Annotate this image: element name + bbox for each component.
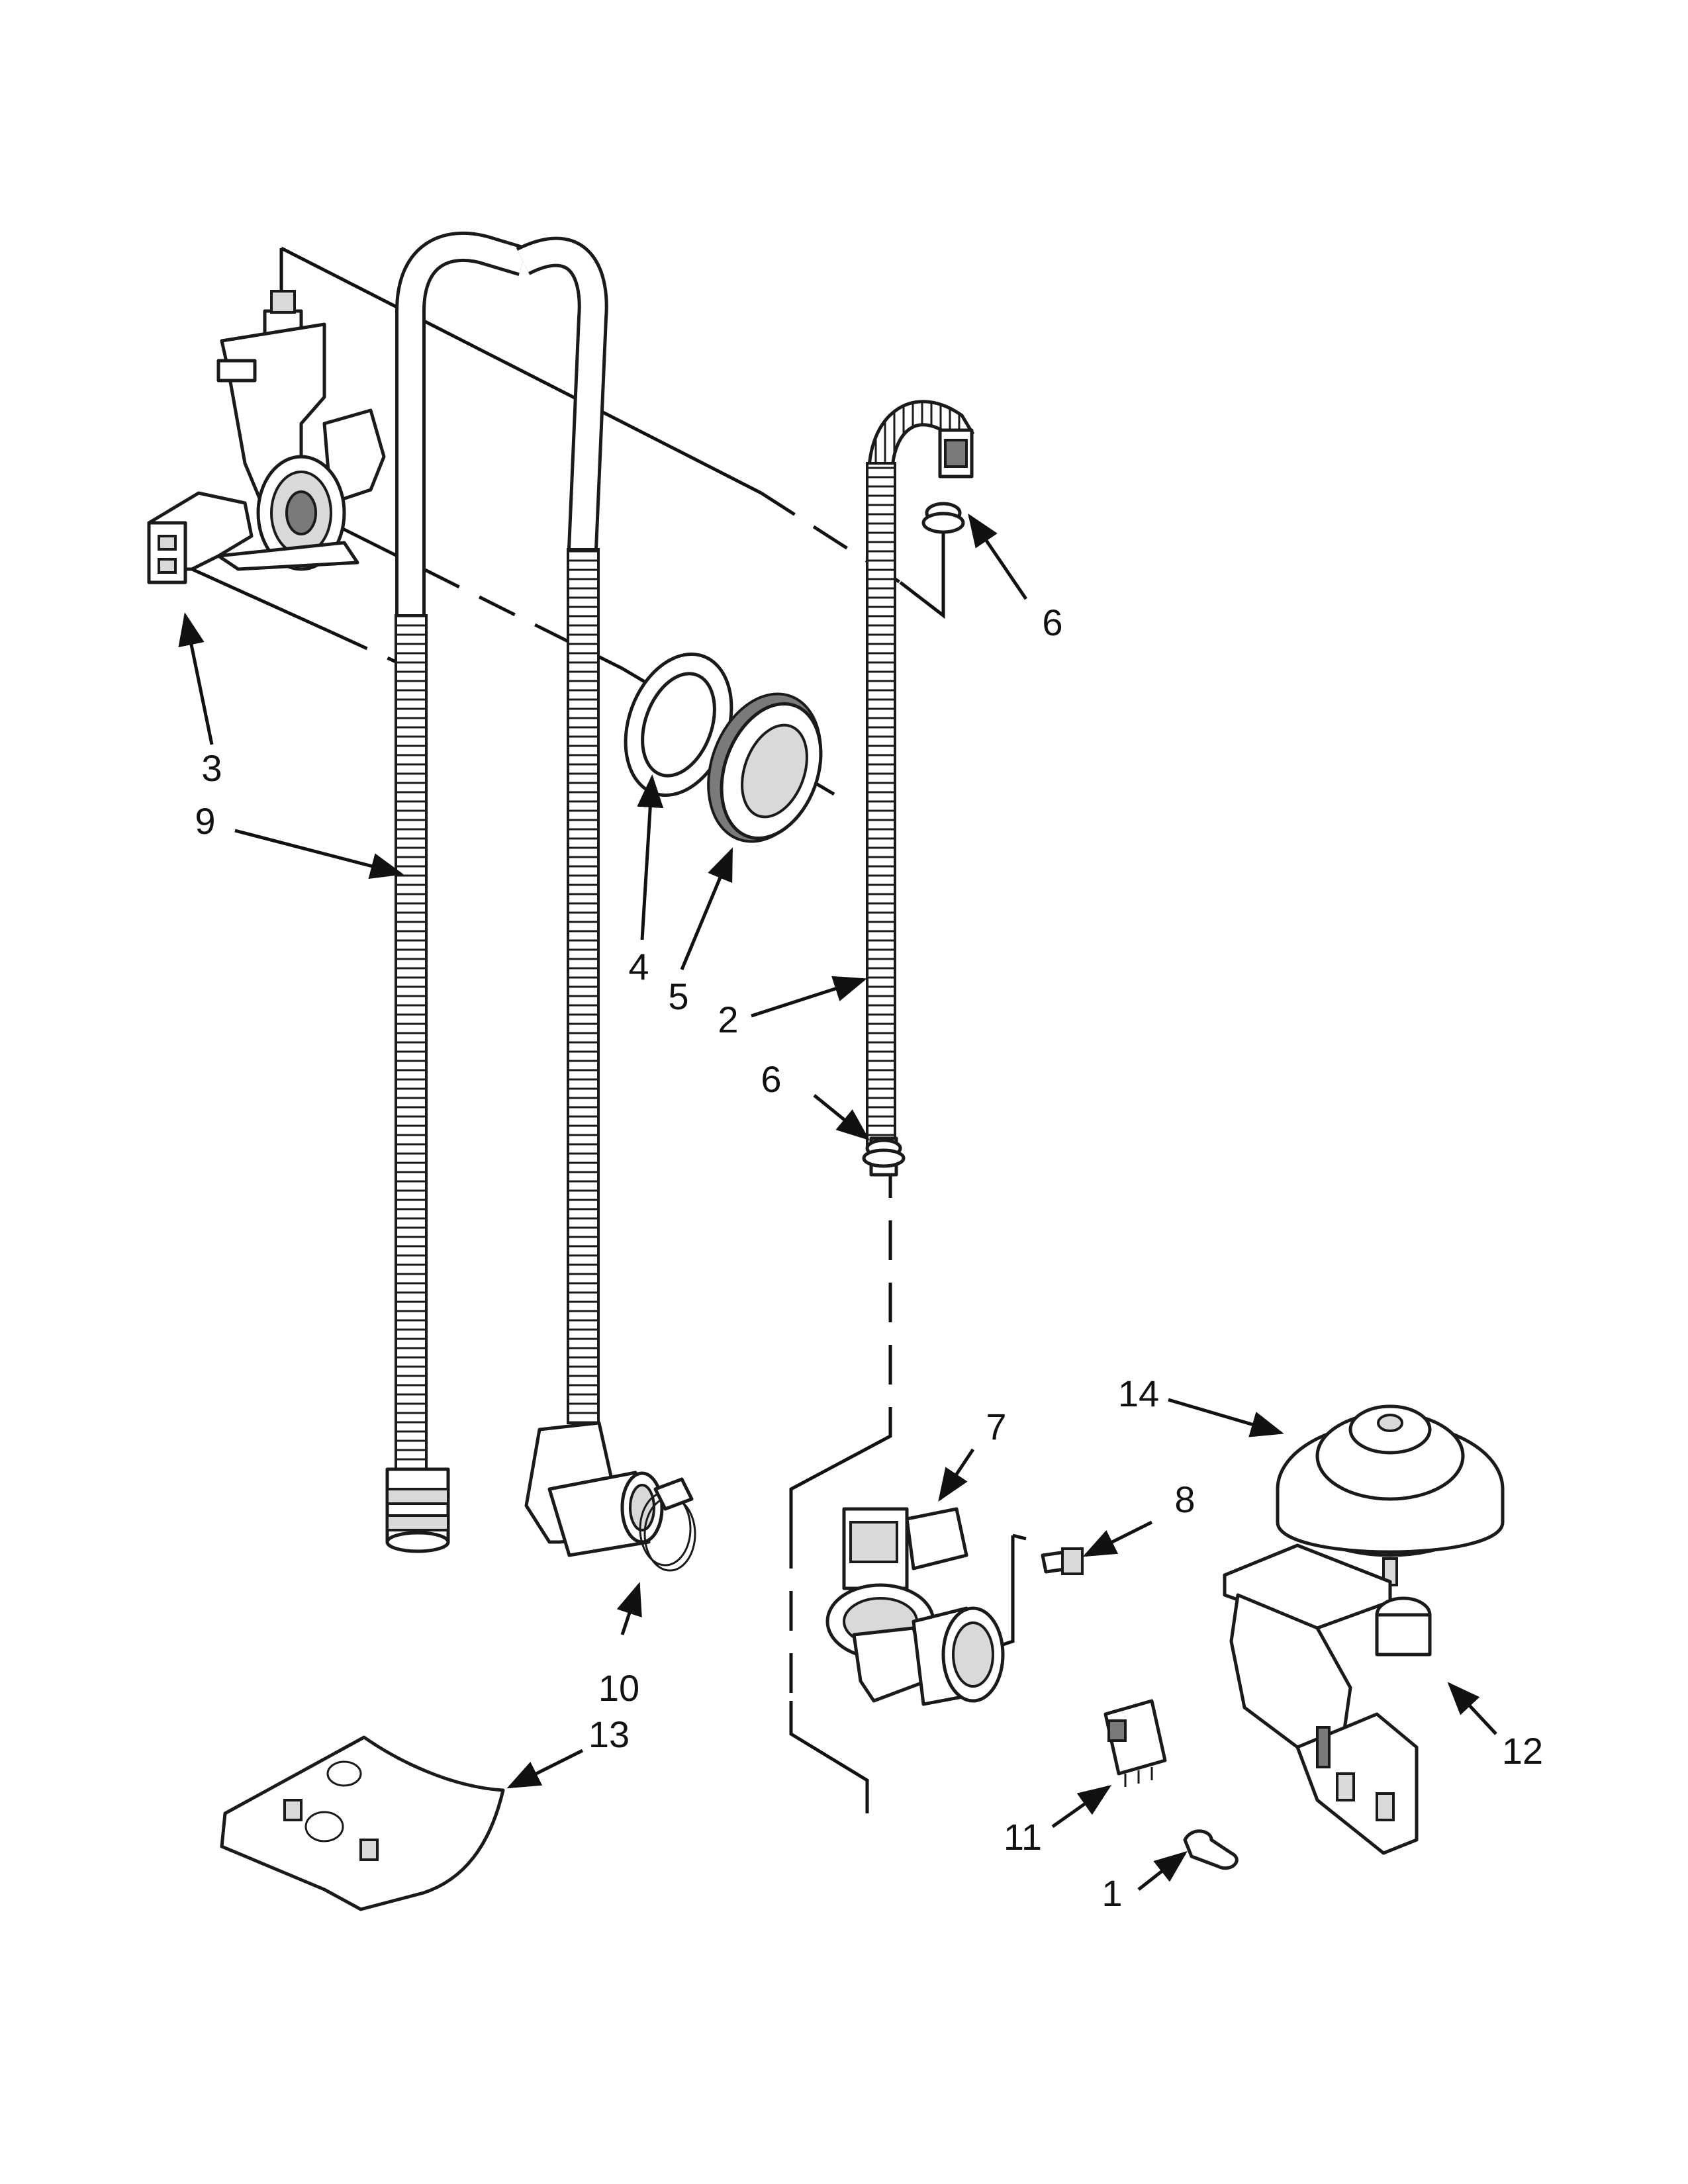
clamp-9 <box>639 1477 696 1572</box>
callout-6a: 6 <box>761 1058 781 1100</box>
callout-5: 5 <box>668 976 688 1017</box>
switch <box>1103 1699 1167 1787</box>
callout-11: 11 <box>1004 1816 1042 1858</box>
callout-9: 10 <box>598 1667 639 1709</box>
callout-6b: 6 <box>1042 602 1062 643</box>
callout-1: 1 <box>1102 1872 1122 1914</box>
drain-hose <box>385 232 664 1557</box>
callout-10: 9 <box>195 800 215 842</box>
clamp-6-bottom <box>862 1138 906 1168</box>
callout-12: 12 <box>1502 1730 1543 1772</box>
vent-assembly <box>147 290 386 584</box>
float <box>1276 1404 1505 1586</box>
clamp-6-top <box>921 502 965 534</box>
water-valve <box>825 1507 1005 1706</box>
callout-2: 2 <box>718 999 738 1040</box>
callout-13: 14 <box>1118 1373 1159 1414</box>
bracket <box>1223 1543 1432 1855</box>
nut <box>707 692 823 843</box>
parts-bag <box>220 1735 505 1911</box>
clip <box>1183 1829 1239 1870</box>
callout-8: 8 <box>1174 1479 1195 1520</box>
callout-14: 13 <box>588 1713 630 1755</box>
callout-7: 7 <box>986 1406 1006 1447</box>
callout-labels: 3 9 4 5 2 6 6 7 8 10 13 11 1 12 14 <box>195 602 1543 1914</box>
leaders <box>178 513 1497 1891</box>
callout-3: 3 <box>201 747 222 789</box>
callout-4: 4 <box>628 946 649 987</box>
screw <box>1041 1547 1084 1575</box>
